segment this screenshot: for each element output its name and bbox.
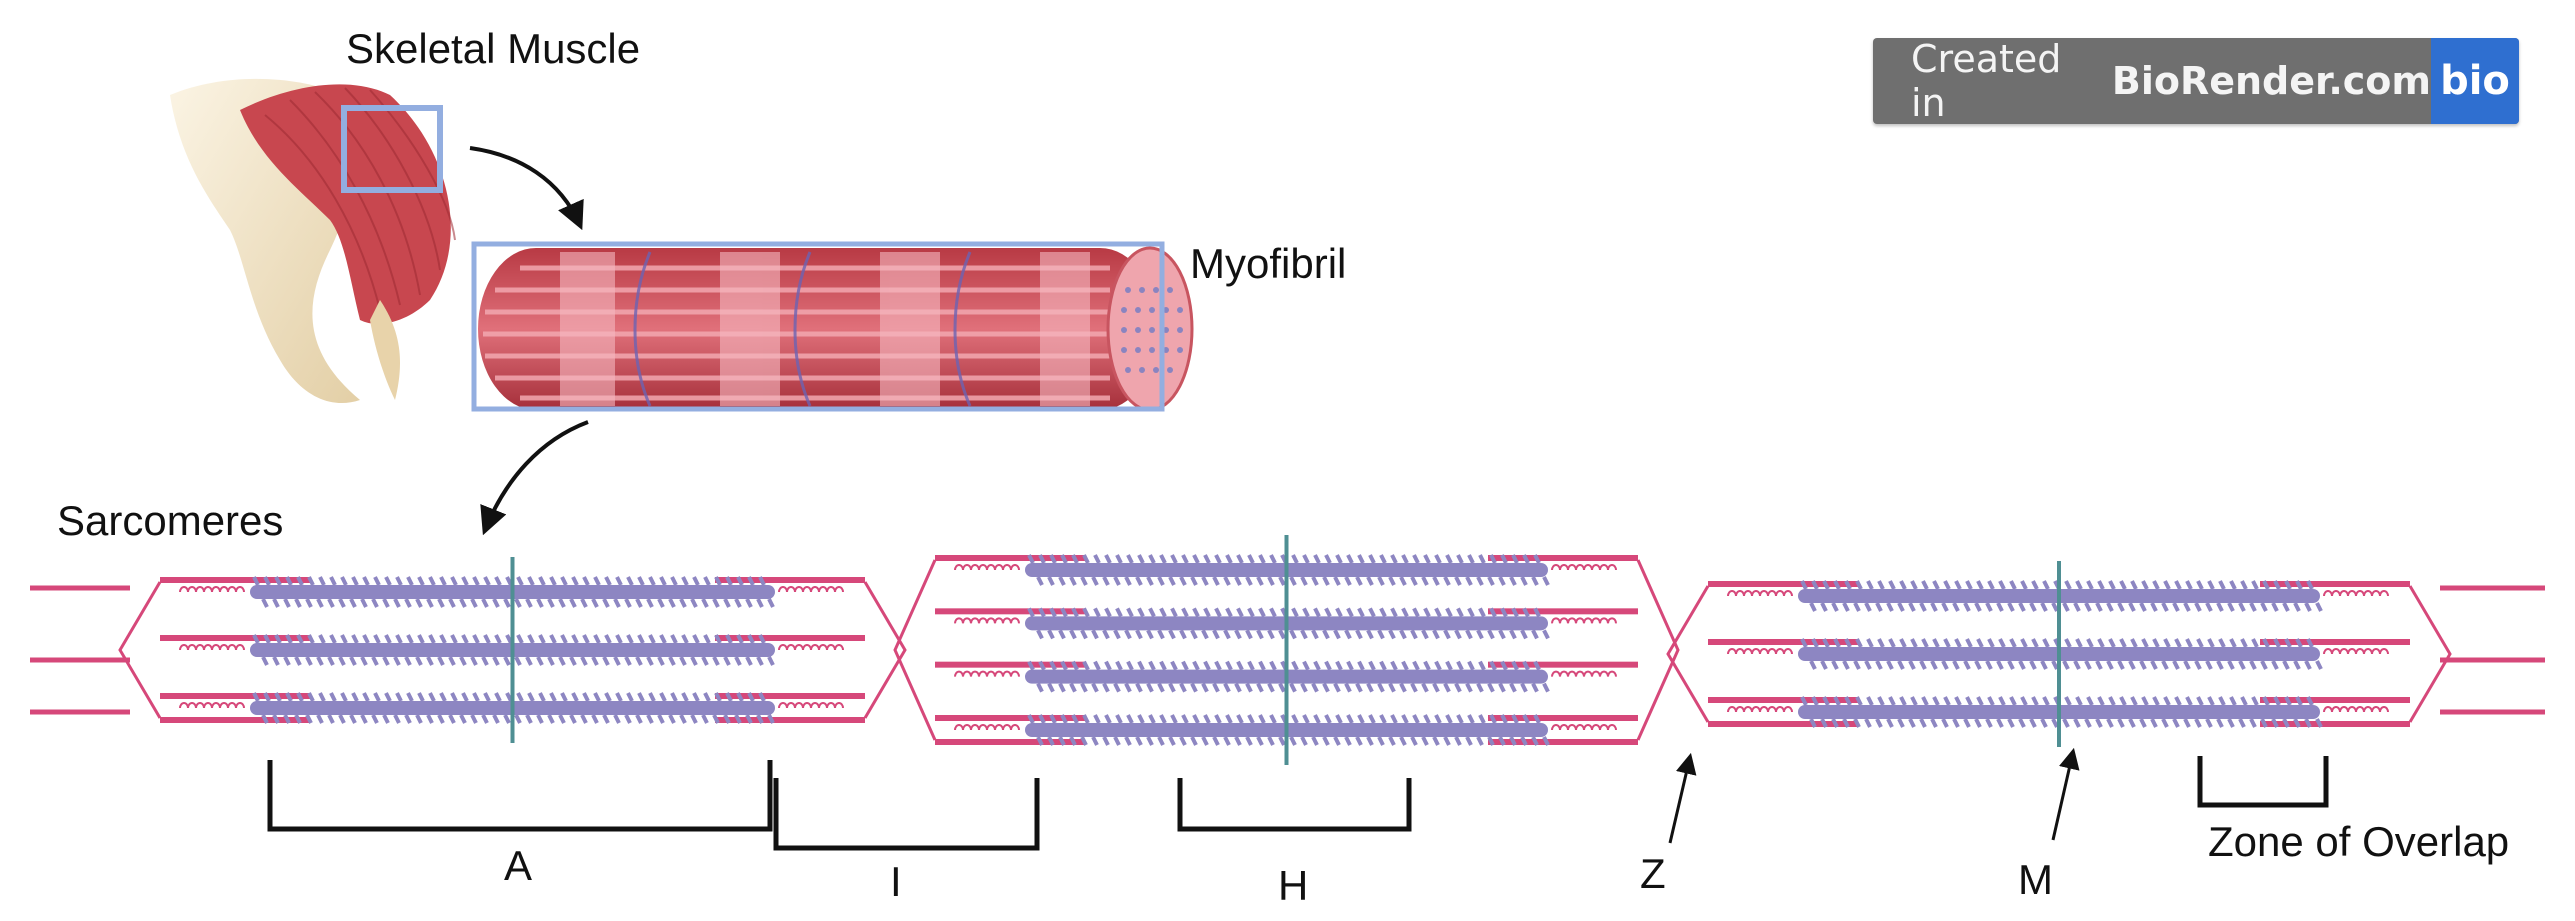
z-disc: [895, 560, 935, 740]
badge-prefix: Created in: [1911, 37, 2102, 125]
titin-coil: [955, 565, 1019, 570]
titin-coil: [779, 587, 843, 592]
shoulder-muscle-illustration: [170, 79, 455, 403]
thin-filament: [2260, 721, 2410, 727]
z-disc: [2410, 586, 2450, 722]
titin-coil: [955, 618, 1019, 623]
biorender-logo-icon: bio: [2431, 38, 2519, 124]
thin-filament: [1488, 662, 1638, 668]
titin-coil: [1728, 591, 1792, 596]
label-zone-of-overlap: Zone of Overlap: [2208, 818, 2509, 866]
titin-coil: [180, 703, 244, 708]
label-z-line: Z: [1640, 850, 1666, 898]
titin-coil: [2324, 591, 2388, 596]
titin-coil: [1552, 672, 1616, 677]
curved-arrow-icon: [470, 148, 580, 225]
titin-coil: [955, 725, 1019, 730]
myofibril-cylinder: [474, 244, 1192, 410]
titin-coil: [1552, 725, 1616, 730]
label-a-band: A: [504, 842, 532, 890]
z-disc: [865, 582, 905, 718]
badge-text: Created in BioRender.com: [1873, 38, 2431, 124]
z-line-pointer-arrow: [1670, 757, 1690, 843]
badge-brand: BioRender.com: [2112, 59, 2431, 103]
i-band-bracket: [776, 778, 1037, 848]
titin-coil: [955, 672, 1019, 677]
m-line-pointer-arrow: [2053, 752, 2073, 840]
label-sarcomeres: Sarcomeres: [57, 497, 283, 545]
thin-filament: [1488, 608, 1638, 614]
titin-coil: [779, 703, 843, 708]
thin-filament: [2260, 639, 2410, 645]
label-myofibril: Myofibril: [1190, 240, 1346, 288]
curved-arrow-icon: [485, 422, 588, 530]
overlap-zone-bracket: [2200, 756, 2326, 805]
titin-coil: [779, 645, 843, 650]
titin-coil: [1728, 649, 1792, 654]
titin-coil: [2324, 649, 2388, 654]
thin-filament: [2260, 581, 2410, 587]
band-brackets: [270, 756, 2326, 848]
label-skeletal-muscle: Skeletal Muscle: [346, 25, 640, 73]
label-i-band: I: [890, 858, 902, 906]
z-disc: [120, 582, 160, 718]
titin-coil: [1552, 618, 1616, 623]
biorender-badge[interactable]: Created in BioRender.com bio: [1873, 38, 2519, 124]
z-disc: [1668, 586, 1708, 722]
sarcomere-diagram: [30, 535, 2545, 765]
thin-filament: [2260, 697, 2410, 703]
titin-coil: [180, 587, 244, 592]
h-zone-bracket: [1180, 778, 1409, 829]
label-m-line: M: [2018, 856, 2053, 904]
label-h-zone: H: [1278, 862, 1308, 910]
a-band-bracket: [270, 760, 770, 829]
thin-filament: [1488, 715, 1638, 721]
titin-coil: [2324, 707, 2388, 712]
thin-filament: [1488, 555, 1638, 561]
titin-coil: [1728, 707, 1792, 712]
titin-coil: [180, 645, 244, 650]
titin-coil: [1552, 565, 1616, 570]
